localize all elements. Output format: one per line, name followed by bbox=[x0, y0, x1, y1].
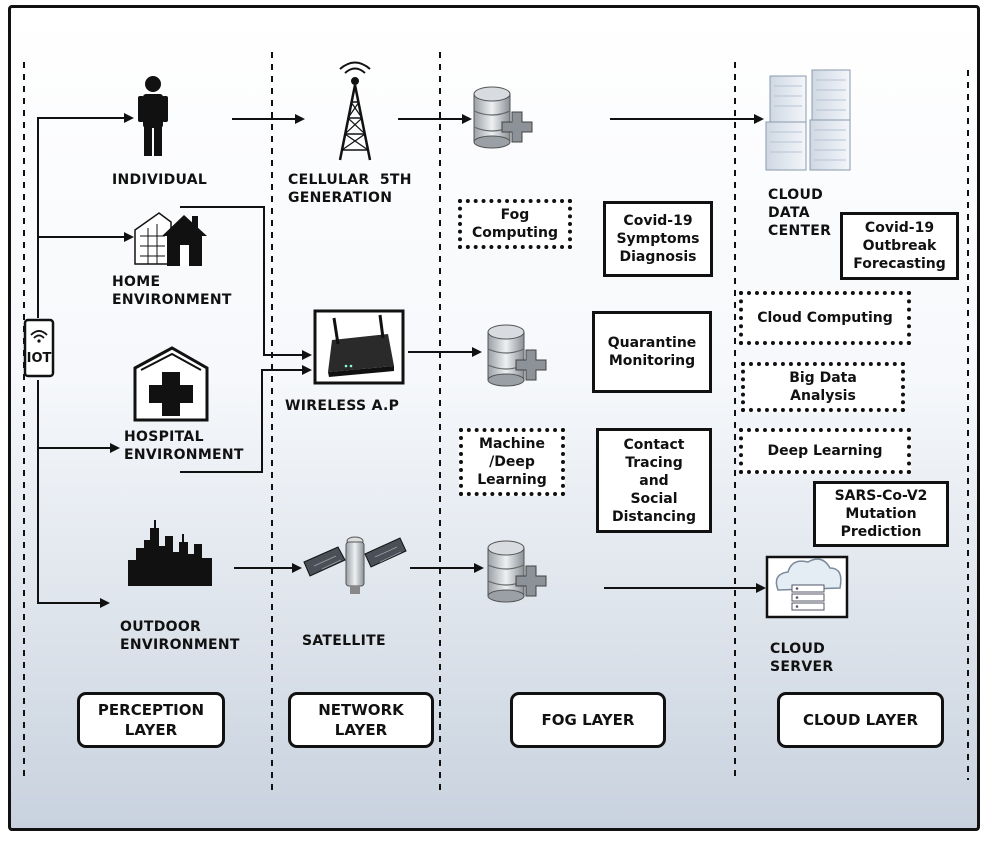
cell-tower-icon bbox=[338, 61, 372, 161]
individual-label: INDIVIDUAL bbox=[112, 172, 208, 188]
cellular-5g-label: CELLULAR 5TH GENERATION bbox=[288, 172, 412, 206]
arrow-home-router bbox=[180, 206, 312, 360]
hospital-environment-label: HOSPITAL ENVIRONMENT bbox=[124, 429, 244, 463]
covid-diagnosis-box: Covid-19 Symptoms Diagnosis bbox=[603, 201, 713, 277]
cloud-computing-box: Cloud Computing bbox=[739, 291, 911, 345]
cloud-server-icon bbox=[765, 555, 849, 619]
arrow-iot-outdoor bbox=[37, 380, 110, 608]
person-icon bbox=[138, 76, 168, 156]
iot-device-icon: IOT bbox=[23, 318, 55, 378]
wireless-ap-label: WIRELESS A.P bbox=[285, 398, 400, 414]
machine-learning-box: Machine /Deep Learning bbox=[459, 428, 565, 496]
satellite-icon bbox=[303, 536, 407, 594]
server-rack-icon bbox=[765, 69, 851, 171]
mutation-prediction-box: SARS-Co-V2 Mutation Prediction bbox=[813, 481, 949, 547]
quarantine-monitoring-box: Quarantine Monitoring bbox=[592, 311, 712, 393]
wireless-router-icon bbox=[313, 309, 405, 385]
connectors bbox=[37, 113, 766, 608]
house-icon bbox=[134, 212, 207, 266]
perception-layer-label: PERCEPTION LAYER bbox=[77, 692, 225, 748]
deep-learning-box: Deep Learning bbox=[739, 428, 911, 474]
fog-database-icon bbox=[487, 324, 547, 387]
arrow-iot-home bbox=[37, 232, 134, 318]
iot-icon-text: IOT bbox=[27, 351, 52, 366]
big-data-analysis-box: Big Data Analysis bbox=[741, 362, 905, 412]
cloud-data-center-label: CLOUD DATA CENTER bbox=[768, 187, 832, 239]
satellite-label: SATELLITE bbox=[302, 633, 386, 649]
city-skyline-icon bbox=[128, 520, 212, 586]
arrow-iot-hospital bbox=[37, 380, 120, 453]
fog-database-icon bbox=[487, 540, 547, 603]
layer-dividers bbox=[23, 52, 969, 790]
outbreak-forecasting-box: Covid-19 Outbreak Forecasting bbox=[840, 212, 959, 280]
hospital-icon bbox=[133, 346, 209, 422]
cloud-server-label: CLOUD SERVER bbox=[770, 641, 834, 675]
fog-database-icon bbox=[473, 86, 533, 149]
outdoor-environment-label: OUTDOOR ENVIRONMENT bbox=[120, 619, 240, 653]
fog-computing-box: Fog Computing bbox=[458, 199, 572, 249]
network-layer-label: NETWORK LAYER bbox=[288, 692, 434, 748]
home-environment-label: HOME ENVIRONMENT bbox=[112, 274, 232, 308]
fog-layer-label: FOG LAYER bbox=[510, 692, 666, 748]
cloud-layer-label: CLOUD LAYER bbox=[777, 692, 944, 748]
arrow-hospital-router bbox=[180, 365, 312, 473]
contact-tracing-box: Contact Tracing and Social Distancing bbox=[596, 428, 712, 533]
